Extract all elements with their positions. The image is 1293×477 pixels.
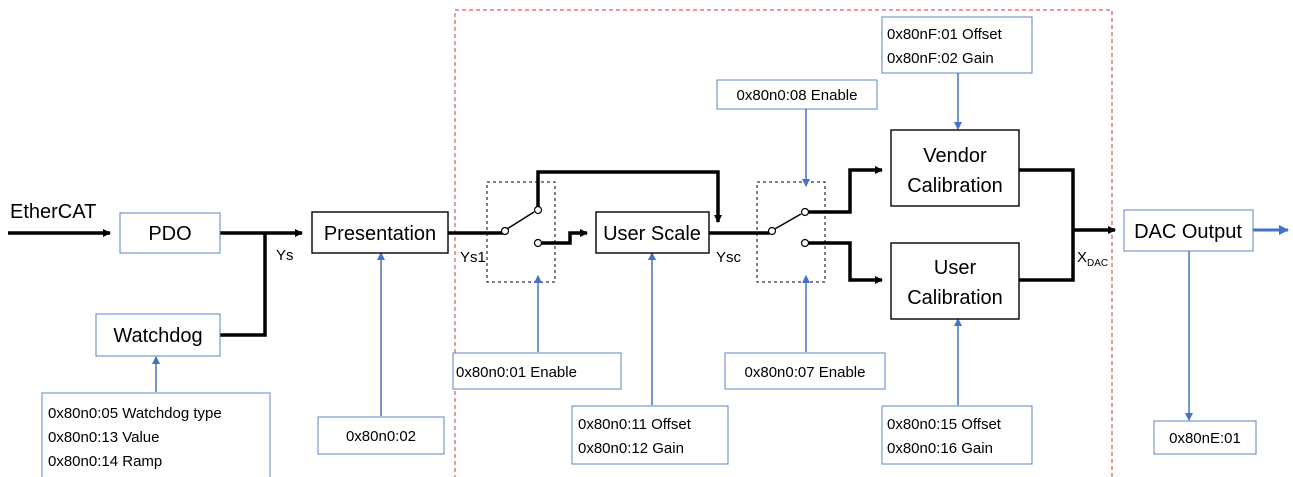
ethercat-input-label: EtherCAT: [10, 201, 96, 223]
switch1-upper-contact: [533, 205, 543, 215]
xdac-signal-label: XDAC: [1077, 249, 1108, 269]
switch2-lever: [772, 213, 802, 231]
watchdog-param-line: 0x80n0:14 Ramp: [48, 453, 162, 470]
ys-signal-label: Ys: [276, 247, 294, 264]
presentation-label: Presentation: [324, 223, 436, 245]
vendor-calibration-label-line2: Calibration: [907, 175, 1003, 197]
user-calibration-params-box: 0x80n0:15 Offset 0x80n0:16 Gain: [881, 405, 1033, 465]
user-calibration-param-line: 0x80n0:16 Gain: [887, 440, 993, 457]
vendor-calibration-block: Vendor Calibration: [890, 129, 1020, 207]
vendor-calibration-label-line1: Vendor: [923, 145, 987, 167]
vendor-calibration-param-line: 0x80nF:02 Gain: [887, 50, 994, 67]
user-calibration-label-line1: User: [934, 257, 977, 279]
presentation-param-line: 0x80n0:02: [346, 428, 416, 445]
switch2-lower-contact: [800, 238, 810, 248]
xdac-signal-subscript: DAC: [1087, 258, 1108, 269]
user-calibration-param-line: 0x80n0:15 Offset: [887, 416, 1002, 433]
user-scale-label: User Scale: [603, 223, 701, 245]
vendor-calibration-param-line: 0x80nF:01 Offset: [887, 26, 1003, 43]
user-scale-param-line: 0x80n0:12 Gain: [578, 440, 684, 457]
user-calibration-label-line2: Calibration: [907, 287, 1003, 309]
calibration-merge-wire: [1019, 168, 1075, 282]
switch2-top-param-line: 0x80n0:08 Enable: [737, 87, 858, 104]
bypass-wire: [536, 170, 722, 223]
watchdog-to-junction-wire: [220, 233, 267, 337]
switch2-to-user-calibration-wire: [808, 241, 883, 284]
watchdog-param-line: 0x80n0:05 Watchdog type: [48, 405, 222, 422]
switch1-lower-contact: [533, 238, 543, 248]
watchdog-params-box: 0x80n0:05 Watchdog type 0x80n0:13 Value …: [41, 392, 271, 477]
dac-params-box: 0x80nE:01: [1153, 420, 1257, 455]
watchdog-block: Watchdog: [95, 313, 221, 357]
user-scale-param-line: 0x80n0:11 Offset: [578, 416, 692, 433]
switch2-to-vendor-wire: [808, 166, 883, 214]
ysc-signal-label: Ysc: [716, 249, 742, 266]
dac-output-block: DAC Output: [1123, 209, 1254, 252]
pdo-label: PDO: [148, 223, 191, 245]
switch2-pivot-contact: [767, 226, 777, 236]
presentation-params-box: 0x80n0:02: [317, 416, 445, 455]
vendor-calibration-params-box: 0x80nF:01 Offset 0x80nF:02 Gain: [881, 16, 1033, 74]
pdo-block: PDO: [119, 212, 221, 254]
user-scale-block: User Scale: [595, 211, 710, 254]
user-scale-params-box: 0x80n0:11 Offset 0x80n0:12 Gain: [571, 405, 729, 465]
dac-param-line: 0x80nE:01: [1169, 430, 1241, 447]
switch1-params-box: 0x80n0:01 Enable: [452, 352, 622, 390]
processing-region-border: [454, 9, 1113, 477]
switch2-bottom-param-line: 0x80n0:07 Enable: [745, 364, 866, 381]
ys1-signal-label: Ys1: [460, 249, 486, 266]
switch1-to-user-scale-wire: [538, 229, 588, 245]
user-calibration-block: User Calibration: [890, 242, 1020, 320]
watchdog-label: Watchdog: [113, 325, 202, 347]
watchdog-param-line: 0x80n0:13 Value: [48, 429, 159, 446]
presentation-block: Presentation: [311, 211, 449, 254]
xdac-signal-main: X: [1077, 249, 1087, 266]
switch2-top-params-box: 0x80n0:08 Enable: [716, 79, 878, 110]
switch1-lever: [506, 211, 535, 230]
switch1-param-line: 0x80n0:01 Enable: [456, 364, 577, 381]
switch1-pivot-contact: [500, 226, 510, 236]
switch2-bottom-params-box: 0x80n0:07 Enable: [724, 352, 886, 390]
switch2-upper-contact: [800, 207, 810, 217]
dac-output-label: DAC Output: [1134, 221, 1242, 243]
